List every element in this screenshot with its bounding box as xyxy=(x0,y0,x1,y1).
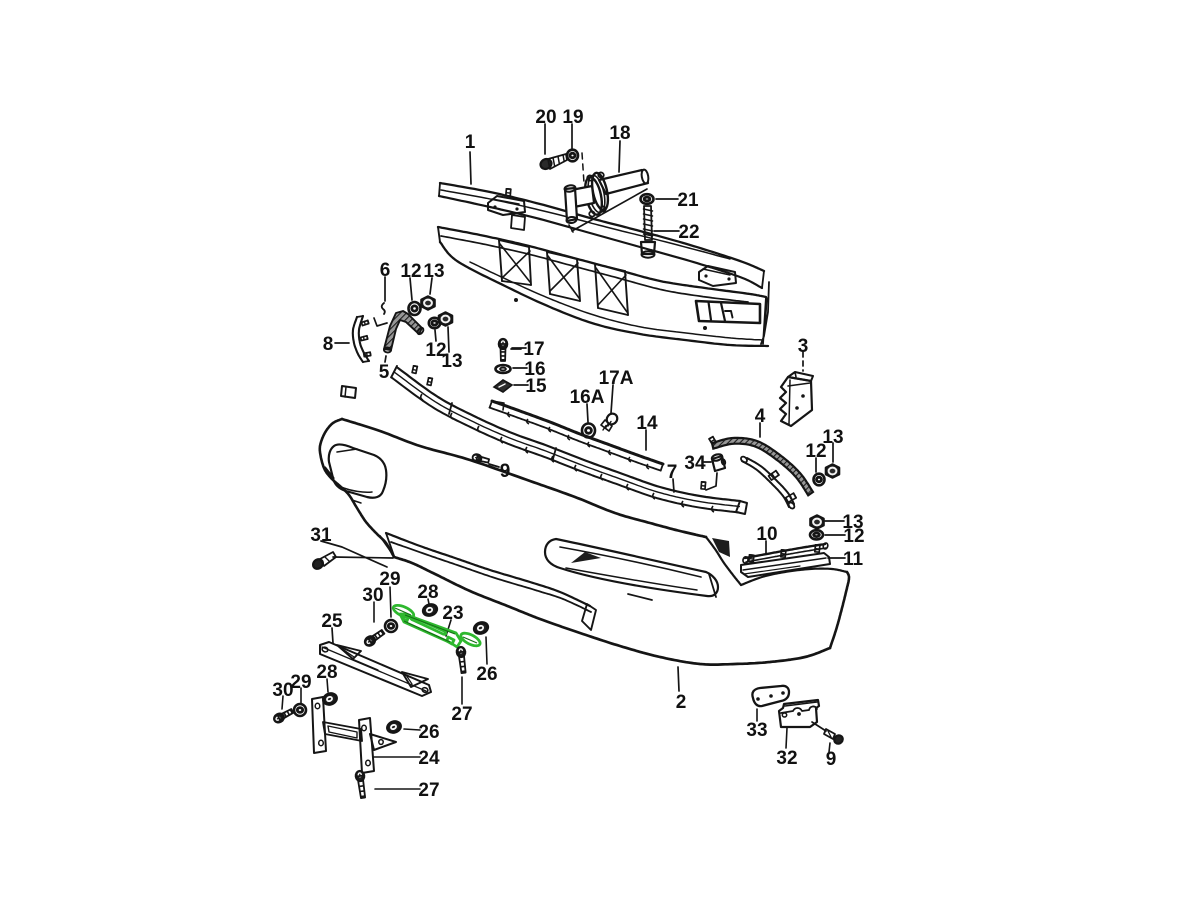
svg-text:12: 12 xyxy=(805,441,826,462)
svg-text:15: 15 xyxy=(525,376,547,397)
svg-text:16: 16 xyxy=(524,359,545,380)
svg-text:1: 1 xyxy=(465,132,476,153)
svg-text:9: 9 xyxy=(500,461,511,482)
svg-text:13: 13 xyxy=(423,261,444,282)
svg-text:3: 3 xyxy=(798,336,809,357)
svg-text:10: 10 xyxy=(756,524,777,545)
svg-text:28: 28 xyxy=(316,662,337,683)
svg-text:29: 29 xyxy=(290,672,311,693)
svg-text:34: 34 xyxy=(684,453,706,474)
svg-text:22: 22 xyxy=(678,222,699,243)
svg-text:11: 11 xyxy=(843,549,864,570)
svg-text:13: 13 xyxy=(842,512,863,533)
svg-text:4: 4 xyxy=(755,406,766,427)
svg-text:28: 28 xyxy=(417,582,438,603)
svg-text:29: 29 xyxy=(379,569,400,590)
svg-text:5: 5 xyxy=(379,362,390,383)
svg-text:30: 30 xyxy=(272,680,293,701)
svg-text:17: 17 xyxy=(523,339,544,360)
svg-text:13: 13 xyxy=(441,351,462,372)
svg-text:12: 12 xyxy=(843,526,864,547)
svg-text:7: 7 xyxy=(667,462,678,483)
svg-text:24: 24 xyxy=(418,748,440,769)
svg-text:23: 23 xyxy=(442,603,463,624)
svg-text:8: 8 xyxy=(323,334,334,355)
svg-text:32: 32 xyxy=(776,748,797,769)
svg-text:12: 12 xyxy=(425,340,446,361)
svg-text:12: 12 xyxy=(400,261,421,282)
svg-text:18: 18 xyxy=(609,123,630,144)
svg-text:9: 9 xyxy=(826,749,837,770)
svg-text:14: 14 xyxy=(636,413,658,434)
svg-text:26: 26 xyxy=(418,722,439,743)
svg-text:21: 21 xyxy=(677,190,699,211)
svg-text:33: 33 xyxy=(746,720,767,741)
svg-text:2: 2 xyxy=(676,692,687,713)
svg-text:20: 20 xyxy=(535,107,556,128)
svg-text:13: 13 xyxy=(822,427,843,448)
svg-text:30: 30 xyxy=(362,585,383,606)
svg-text:19: 19 xyxy=(562,107,583,128)
svg-text:6: 6 xyxy=(380,260,391,281)
svg-text:27: 27 xyxy=(418,780,439,801)
svg-text:27: 27 xyxy=(451,704,472,725)
svg-text:25: 25 xyxy=(321,611,343,632)
svg-text:26: 26 xyxy=(476,664,497,685)
svg-text:31: 31 xyxy=(310,525,332,546)
svg-text:17A: 17A xyxy=(599,368,634,389)
svg-text:16A: 16A xyxy=(570,387,605,408)
